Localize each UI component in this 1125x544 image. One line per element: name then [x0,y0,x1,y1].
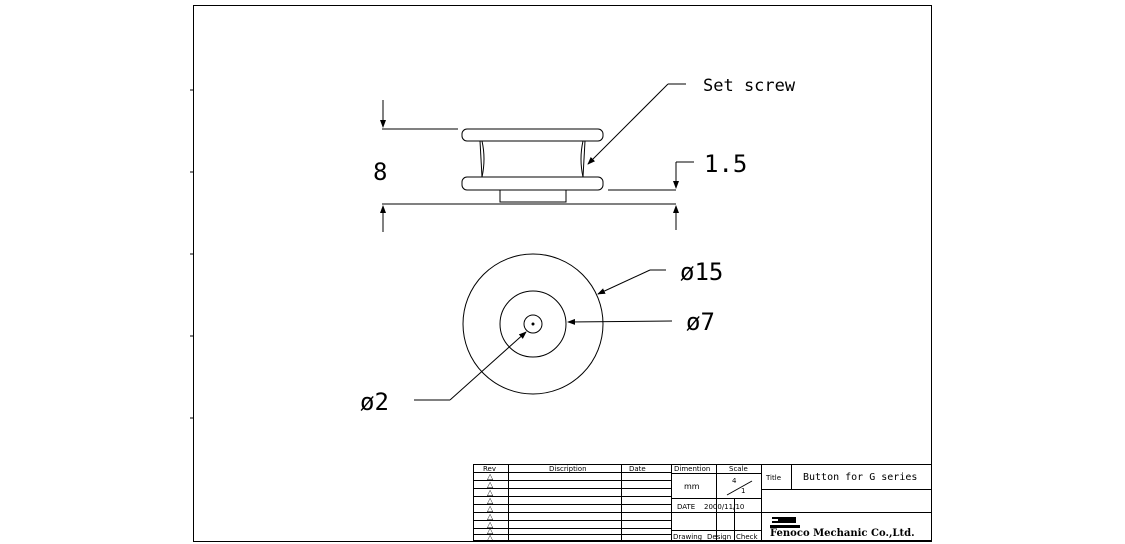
set-screw-label: Set screw [703,76,796,96]
middle-dia-leader [567,318,673,325]
date-label: DATE [677,503,695,511]
flange-dim-text: 1.5 [704,150,747,178]
set-screw-leader [587,83,686,165]
rev-symbols: △ △ △ △ △ △ △ △ △ [487,472,494,542]
outer-dia-text: ø15 [680,258,723,286]
date-header: Date [629,465,646,473]
description-header: Discription [549,465,587,473]
rev-symbol: △ [487,472,494,481]
title-value: Button for G series [803,472,917,483]
date-value: 2000/11/10 [704,503,744,511]
title-block [473,464,932,541]
hole-dia-text: ø2 [360,388,389,416]
rev-header: Rev [483,465,496,473]
sign-check-label: Check [736,533,758,541]
rev-symbol: △ [487,504,494,513]
scale-numerator: 4 [732,477,737,485]
sheet-border [193,5,932,542]
hole-dia-leader [414,331,527,401]
scale-label: Scale [729,465,748,473]
flange-dimension [608,161,694,230]
rev-symbol: △ [487,480,494,489]
outer-dia-leader [597,269,666,295]
rev-symbol: △ [487,512,494,521]
sign-drawing-label: Drawing [673,533,702,541]
company-logo [770,517,800,528]
dimension-label: Dimention [674,465,710,473]
height-dim-text: 8 [373,158,387,186]
dimension-unit: mm [684,482,700,491]
top-view [462,253,604,395]
title-label: Title [765,474,781,482]
company-name: Fenoco Mechanic Co.,Ltd. [770,528,915,539]
sign-design-label: Design [707,533,731,541]
side-view [461,128,604,203]
rev-symbol: △ [487,533,494,542]
rev-symbol: △ [487,520,494,529]
middle-dia-text: ø7 [686,308,715,336]
rev-symbol: △ [487,526,494,535]
scale-denominator: 1 [741,487,745,495]
rev-symbol: △ [487,488,494,497]
border-ticks [190,89,193,419]
height-dimension [380,100,676,232]
rev-symbol: △ [487,496,494,505]
